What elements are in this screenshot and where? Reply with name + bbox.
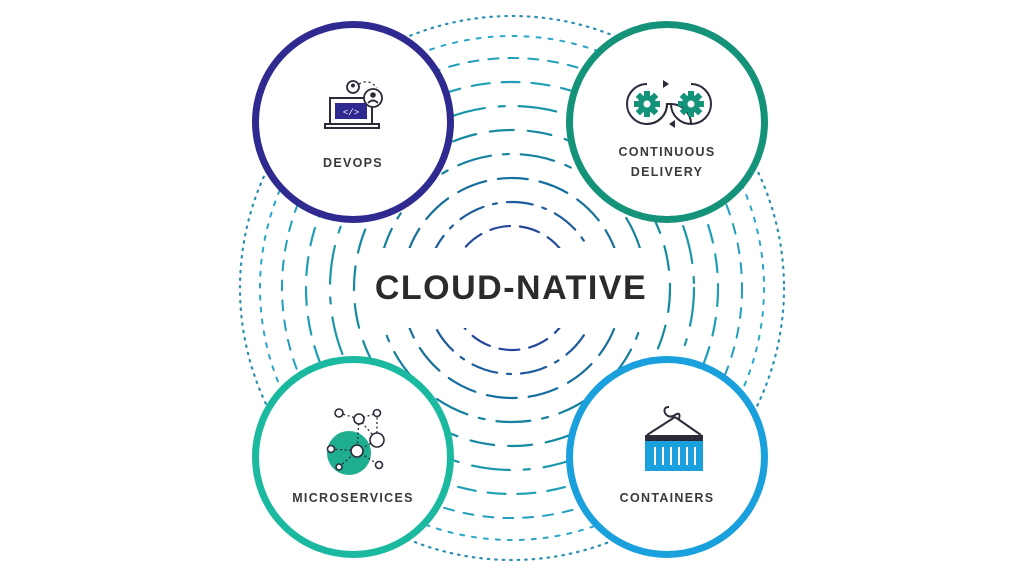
- background-ring: [328, 104, 696, 472]
- background-ring: [259, 35, 765, 541]
- cloud-native-title: CLOUD-NATIVE: [361, 248, 661, 328]
- gears-loop-icon: [626, 80, 712, 128]
- background-ring: [238, 14, 786, 562]
- devops-label: DEVOPS: [323, 156, 383, 170]
- node-network-icon: [326, 408, 385, 475]
- continuous-delivery-node: CONTINUOUS DELIVERY: [566, 21, 768, 223]
- background-ring: [304, 80, 720, 496]
- background-ring: [281, 57, 743, 519]
- background-ring: [352, 128, 672, 448]
- svg-text:</>: </>: [343, 108, 359, 118]
- containers-node: CONTAINERS: [566, 356, 768, 558]
- continuous-delivery-label-line2: DELIVERY: [630, 165, 704, 179]
- microservices-node: MICROSERVICES: [252, 356, 454, 558]
- continuous-delivery-label-line1: CONTINUOUS: [618, 145, 716, 159]
- devops-node: </> DEVOPS: [252, 21, 454, 223]
- shipping-container-icon: [645, 406, 703, 471]
- containers-label: CONTAINERS: [619, 491, 715, 505]
- microservices-label: MICROSERVICES: [292, 491, 414, 505]
- developer-laptop-icon: </>: [324, 80, 383, 129]
